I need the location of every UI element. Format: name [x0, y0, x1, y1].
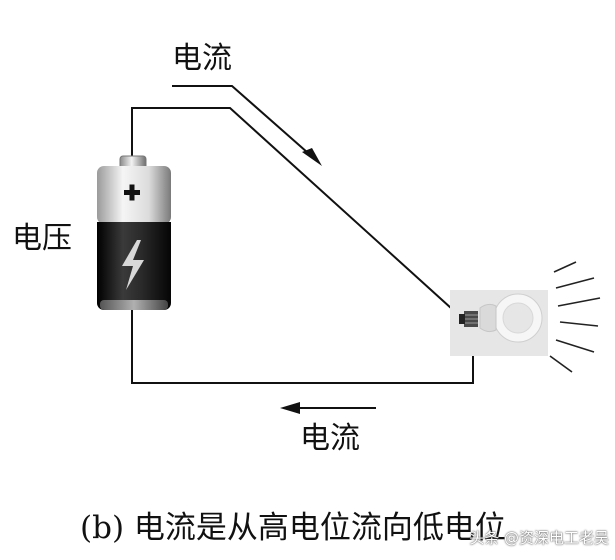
- watermark: 头条 @资深电工老吴: [469, 529, 609, 547]
- battery-icon: [97, 155, 171, 310]
- current-arrow-bottom: [280, 402, 376, 414]
- current-label-top: 电流: [172, 41, 232, 76]
- current-label-bottom: 电流: [300, 421, 360, 456]
- light-rays: [549, 261, 601, 373]
- lightning-bolt-icon: [122, 240, 144, 290]
- light-bulb-icon: [450, 290, 548, 356]
- figure-caption: (b) 电流是从高电位流向低电位: [80, 510, 506, 546]
- circuit-wire: [131, 107, 474, 384]
- current-arrow-top: [172, 85, 322, 166]
- voltage-label: 电压: [12, 221, 72, 256]
- plus-icon: [124, 184, 140, 201]
